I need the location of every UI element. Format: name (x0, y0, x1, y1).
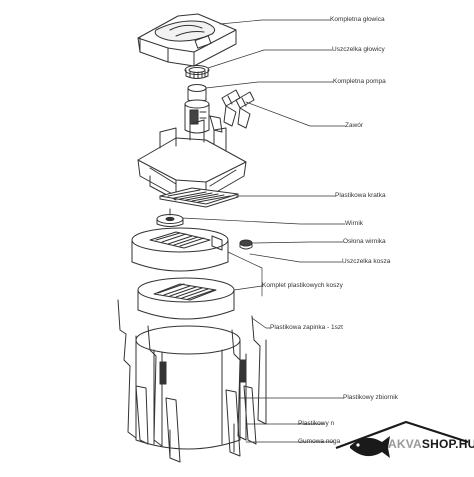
akvashop-logo: AKVASHOP.HU (330, 418, 474, 472)
label-kompletna-pompa: Kompletna pompa (333, 78, 386, 85)
head-gasket-part (184, 65, 210, 79)
label-zawor: Zawór (345, 122, 364, 129)
label-komplet-plastikowych-koszy: Komplet plastikowych koszy (262, 282, 343, 289)
impeller-part (156, 208, 184, 227)
label-wirnik: Wirnik (345, 220, 364, 227)
label-kompletna-glowica: Kompletna głowica (330, 16, 385, 23)
canister-part (135, 325, 241, 450)
plastic-clip-part (117, 299, 267, 447)
leader-lines (181, 19, 346, 443)
valve-part (209, 89, 255, 133)
logo-text: AKVASHOP.HU (388, 437, 474, 451)
filter-head-part (137, 13, 237, 67)
label-plastikowy-zbiornik: Plastikowy zbiornik (343, 394, 398, 401)
basket-lower-part (137, 277, 235, 320)
pump-part (184, 84, 210, 134)
label-oslona-wirnika: Osłona wirnika (343, 238, 386, 245)
fish-house-icon (335, 420, 469, 458)
rubber-foot-part (135, 385, 257, 463)
label-gumowa-noga: Gumowa noga (298, 438, 341, 445)
label-uszczelka-kosza: Uszczelka kosza (342, 258, 391, 265)
label-uszczelka-glowicy: Uszczelka głowicy (332, 46, 385, 53)
label-plastikowa-zapinka: Plastikowa zapinka - 1szt (270, 324, 343, 331)
pump-housing-part (137, 119, 247, 201)
impeller-cover-part (239, 239, 253, 250)
basket-upper-part (131, 227, 229, 272)
label-plastikowa-kratka: Plastikowa kratka (335, 192, 386, 199)
label-plastikowy-n: Plastikowy n (298, 420, 335, 427)
